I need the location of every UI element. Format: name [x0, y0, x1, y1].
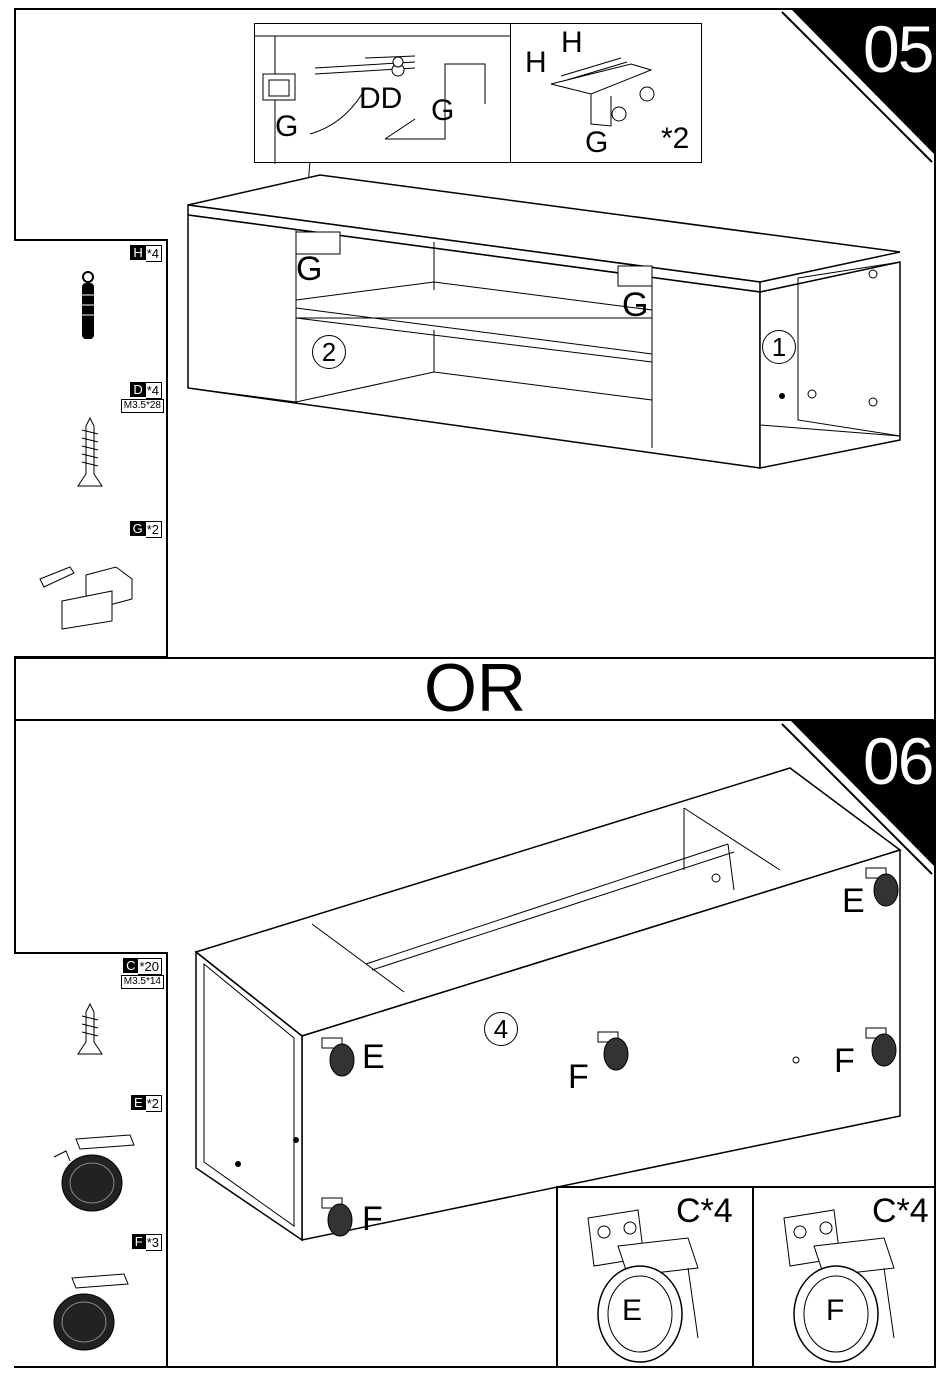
or-separator: OR: [0, 655, 950, 721]
part-box-f: F *3: [14, 1230, 168, 1368]
caster-wheel-e-left: [318, 1036, 358, 1078]
part-box-g: G *2: [14, 517, 168, 658]
wheel-label-e-top: E: [842, 884, 865, 918]
panel-number-2: 2: [312, 335, 346, 369]
part-box-e: E *2: [14, 1091, 168, 1232]
caster-wheel-e-top: [862, 866, 902, 908]
part-box-c: C *20 M3.5*14: [14, 952, 168, 1093]
wheel-label-f-mid: F: [568, 1060, 589, 1094]
callout-g-right: G: [622, 288, 648, 322]
short-screw-icon: [14, 954, 168, 1095]
wheel-label-f-right: F: [834, 1044, 855, 1078]
detail-caster-f: C*4 F: [752, 1186, 936, 1368]
caster-icon: [14, 1230, 168, 1368]
braked-caster-icon: [14, 1091, 168, 1232]
detail-caster-e: C*4 E: [556, 1186, 754, 1368]
part-box-d: D *4 M3.5*28: [14, 378, 168, 519]
part-box-h: H *4: [14, 239, 168, 380]
detail-e-wheel: E: [622, 1296, 642, 1326]
wheel-label-f-bottom: F: [362, 1202, 383, 1236]
panel-number-1: 1: [762, 330, 796, 364]
caster-wheel-f-right: [862, 1026, 902, 1068]
detail-f-screws: C*4: [872, 1194, 929, 1228]
wheel-label-e-left: E: [362, 1040, 385, 1074]
panel-number-4: 4: [484, 1012, 518, 1046]
wall-plug-icon: [14, 241, 168, 382]
detail-e-screws: C*4: [676, 1194, 733, 1228]
long-screw-icon: [14, 378, 168, 519]
callout-g-left: G: [296, 252, 322, 286]
caster-wheel-f-mid: [594, 1030, 634, 1072]
hanging-bracket-icon: [14, 517, 168, 658]
detail-f-wheel: F: [826, 1296, 844, 1326]
caster-wheel-f-bottom: [318, 1196, 358, 1238]
